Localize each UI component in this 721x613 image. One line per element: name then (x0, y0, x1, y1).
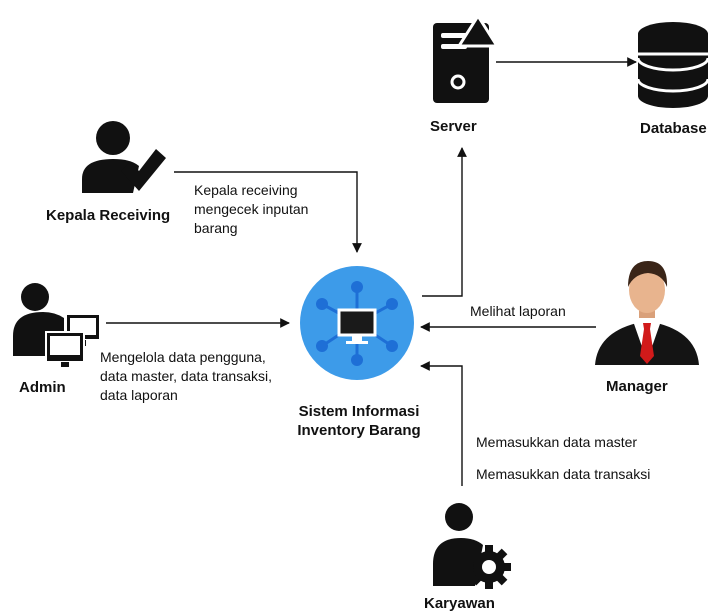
kepala-flow-line-3: barang (194, 220, 238, 236)
manager-flow-text: Melihat laporan (470, 303, 566, 319)
system-network-icon (300, 266, 414, 380)
admin-flow-line-3: data laporan (100, 387, 178, 403)
karyawan-label: Karyawan (424, 595, 495, 612)
system-label: Sistem Informasi Inventory Barang (295, 402, 423, 440)
kepala-receiving-label: Kepala Receiving (46, 207, 171, 224)
arrow-system-server (422, 147, 467, 297)
admin-label: Admin (19, 379, 66, 396)
karyawan-flow-text-1: Memasukkan data master (476, 434, 638, 450)
karyawan-flow-text-2: Memasukkan data transaksi (476, 466, 651, 482)
database-label: Database (640, 120, 707, 137)
admin-flow-text: Mengelola data pengguna, data master, da… (100, 348, 272, 405)
admin-computer-icon (13, 283, 101, 367)
arrow-kepala-system (174, 171, 362, 253)
kepala-flow-line-2: mengecek inputan (194, 201, 309, 217)
connectors (106, 57, 637, 486)
kepala-flow-text: Kepala receiving mengecek inputan barang (194, 181, 308, 238)
server-icon (433, 13, 500, 103)
user-gear-icon (433, 503, 511, 589)
admin-flow-line-2: data master, data transaksi, (100, 368, 272, 384)
kepala-flow-line-1: Kepala receiving (194, 182, 298, 198)
arrow-karyawan-system (420, 361, 463, 486)
user-check-icon (82, 121, 166, 193)
system-label-line-2: Inventory Barang (297, 422, 421, 439)
admin-flow-line-1: Mengelola data pengguna, (100, 349, 266, 365)
manager-icon (595, 261, 699, 365)
manager-label: Manager (606, 378, 668, 395)
database-icon (636, 22, 710, 108)
server-label: Server (430, 118, 477, 135)
system-label-line-1: Sistem Informasi (298, 403, 420, 420)
